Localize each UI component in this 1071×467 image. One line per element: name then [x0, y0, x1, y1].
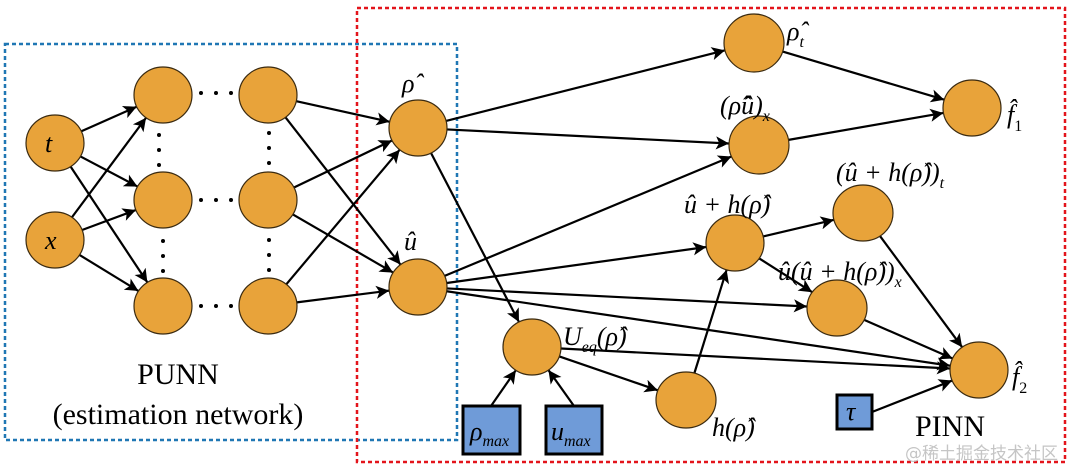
hidden1-node-2: [133, 171, 193, 229]
label-rhou-x: (ρ̂û)x: [720, 91, 770, 125]
node-f1: [942, 79, 1002, 137]
label-h: h(ρ̂): [712, 413, 756, 442]
hidden2-node-3: [238, 277, 298, 335]
label-f2: f̂2: [1012, 362, 1027, 397]
edge-h-to-uh: [693, 269, 730, 374]
edge-uuhx-to-f2: [863, 318, 954, 360]
node-h: [655, 371, 717, 429]
edge-rux-to-f1: [788, 108, 944, 141]
tau-box: [835, 393, 874, 431]
node-f2: [949, 341, 1009, 399]
edge-rho-to-ueq: [430, 152, 520, 323]
edge-b3-to-rho: [285, 149, 401, 285]
node-uh: [705, 214, 765, 272]
edge-t-to-a1: [80, 105, 138, 133]
node-ueq: [502, 318, 562, 376]
nodes: [25, 13, 1009, 429]
label-rho-max: ρmax: [469, 417, 509, 450]
edge-u-to-uh: [446, 242, 707, 285]
edge-u-to-f2: [446, 290, 951, 371]
punn-group-box: [3, 42, 459, 442]
edge-x-to-a3: [78, 254, 140, 292]
edge-ueq-to-h: [558, 355, 659, 393]
watermark: @稀土掘金技术社区: [905, 444, 1058, 464]
node-rho: [388, 99, 448, 157]
node-rhou-x: [728, 115, 790, 175]
label-uh-t: (û + h(ρ̂))t: [836, 158, 945, 192]
u-max-box: [544, 404, 604, 456]
ellipsis-dots: [157, 91, 271, 308]
label-rho-t: ρ̂t: [786, 17, 809, 51]
node-u: [388, 258, 448, 316]
label-u-max: umax: [551, 417, 591, 450]
node-t: [25, 114, 85, 172]
edge-rmax-to-ueq: [490, 369, 517, 407]
pinn-title: PINN: [915, 410, 985, 443]
hidden1-node-3: [133, 277, 193, 335]
edge-b3-to-u: [296, 285, 390, 304]
hidden1-node-1: [133, 66, 193, 124]
edge-umax-to-ueq: [547, 369, 575, 407]
edge-tau-to-f2: [871, 379, 953, 414]
punn-subtitle: (estimation network): [53, 398, 304, 431]
edge-rho-to-rt: [445, 47, 726, 122]
edge-rho-to-rux: [446, 128, 730, 150]
edge-x-to-a1: [71, 117, 147, 218]
pinn-group-box: [355, 6, 1067, 464]
hidden2-node-2: [238, 171, 298, 229]
label-uh: û + h(ρ̂): [684, 190, 772, 219]
edge-b1-to-u: [284, 116, 402, 266]
label-rho: ρ̂: [401, 69, 424, 98]
label-u: û: [404, 227, 417, 256]
hidden2-node-1: [238, 66, 298, 124]
edge-uh-to-uuhx: [758, 257, 813, 294]
node-uh-t: [832, 184, 894, 242]
label-ueq: Ueq(ρ̂): [563, 322, 628, 356]
edge-b2-to-u: [292, 213, 394, 274]
edge-uht-to-f2: [879, 235, 964, 348]
edge-t-to-a2: [79, 155, 139, 188]
node-rho-t: [723, 13, 785, 73]
edge-b1-to-rho: [296, 100, 390, 126]
edge-t-to-a3: [69, 165, 149, 284]
label-f1: f̂1: [1007, 100, 1022, 135]
edge-u-to-rux: [444, 155, 732, 277]
edges: [69, 47, 964, 414]
edge-b2-to-rho: [293, 139, 393, 189]
label-x: x: [44, 226, 57, 255]
edge-ueq-to-f2: [560, 347, 951, 375]
edge-rt-to-f1: [782, 50, 945, 103]
punn-title: PUNN: [137, 358, 219, 391]
edge-uh-to-uht: [762, 216, 835, 238]
label-t: t: [45, 129, 53, 158]
node-x: [25, 211, 85, 269]
node-uuh-x: [806, 279, 868, 337]
rho-max-box: [461, 404, 522, 456]
label-tau: τ: [846, 397, 857, 426]
edge-u-to-uuhx: [446, 287, 808, 313]
label-uuh-x: û(û + h(ρ̂))x: [778, 257, 902, 291]
edge-x-to-a2: [81, 208, 137, 232]
